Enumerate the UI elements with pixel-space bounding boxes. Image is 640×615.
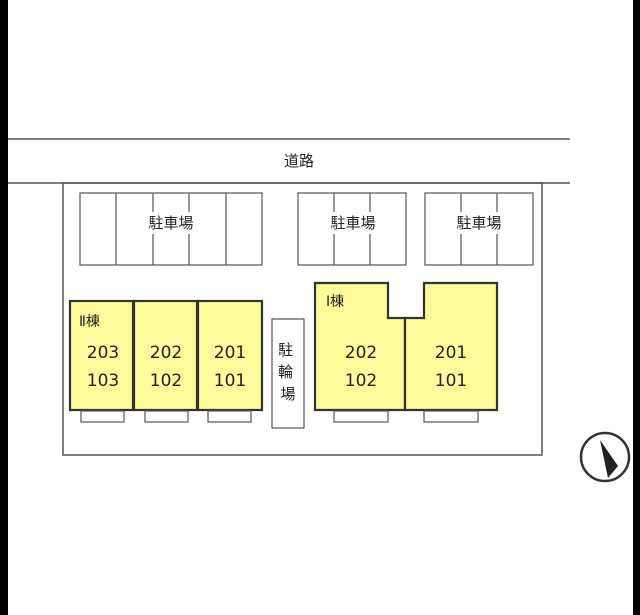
building-2-unit-1	[68, 299, 135, 412]
parking-2-label: 駐車場	[330, 214, 375, 232]
building-2-unit-2	[132, 299, 199, 412]
building-2-unit-2-upper: 202	[150, 343, 182, 363]
building-2-unit-2-step	[144, 410, 189, 423]
building-2-unit-1-lower: 103	[87, 371, 119, 391]
site-plan: 道路 駐車場 駐車場 駐車場 Ⅱ棟 203 103 202 102	[8, 0, 633, 615]
parking-lot-1: 駐車場	[79, 192, 263, 266]
building-1: Ⅰ棟 202 102 201 101	[313, 281, 499, 423]
building-2-label: Ⅱ棟	[79, 314, 100, 330]
building-1-unit-1-upper: 202	[345, 343, 377, 363]
building-1-unit-2	[403, 281, 499, 412]
building-1-unit-2-step	[423, 410, 479, 423]
bicycle-parking: 駐 輪 場	[271, 318, 305, 429]
north-arrow-icon	[579, 431, 631, 483]
building-1-unit-1-step	[333, 410, 389, 423]
parking-lot-2: 駐車場	[297, 192, 407, 266]
building-2-unit-3-lower: 101	[214, 371, 246, 391]
building-2-unit-3-step	[207, 410, 252, 423]
building-2-unit-2-lower: 102	[150, 371, 182, 391]
building-2: Ⅱ棟 203 103 202 102 201 101	[68, 299, 264, 423]
building-1-label: Ⅰ棟	[326, 294, 344, 310]
site-plan-drawing: 道路 駐車場 駐車場 駐車場 Ⅱ棟 203 103 202 102	[8, 138, 631, 483]
site-boundary	[62, 182, 543, 456]
building-1-unit-2-upper: 201	[435, 343, 467, 363]
parking-1-label: 駐車場	[148, 214, 193, 232]
building-2-unit-1-step	[80, 410, 125, 423]
building-1-unit-1-lower: 102	[345, 371, 377, 391]
building-2-unit-1-upper: 203	[87, 343, 119, 363]
building-2-unit-3-upper: 201	[214, 343, 246, 363]
bicycle-parking-label: 駐 輪 場	[278, 341, 298, 403]
building-1-unit-2-lower: 101	[435, 371, 467, 391]
parking-3-label: 駐車場	[456, 214, 501, 232]
building-2-unit-3	[196, 299, 264, 412]
parking-lot-3: 駐車場	[424, 192, 534, 266]
road-label: 道路	[284, 152, 314, 170]
